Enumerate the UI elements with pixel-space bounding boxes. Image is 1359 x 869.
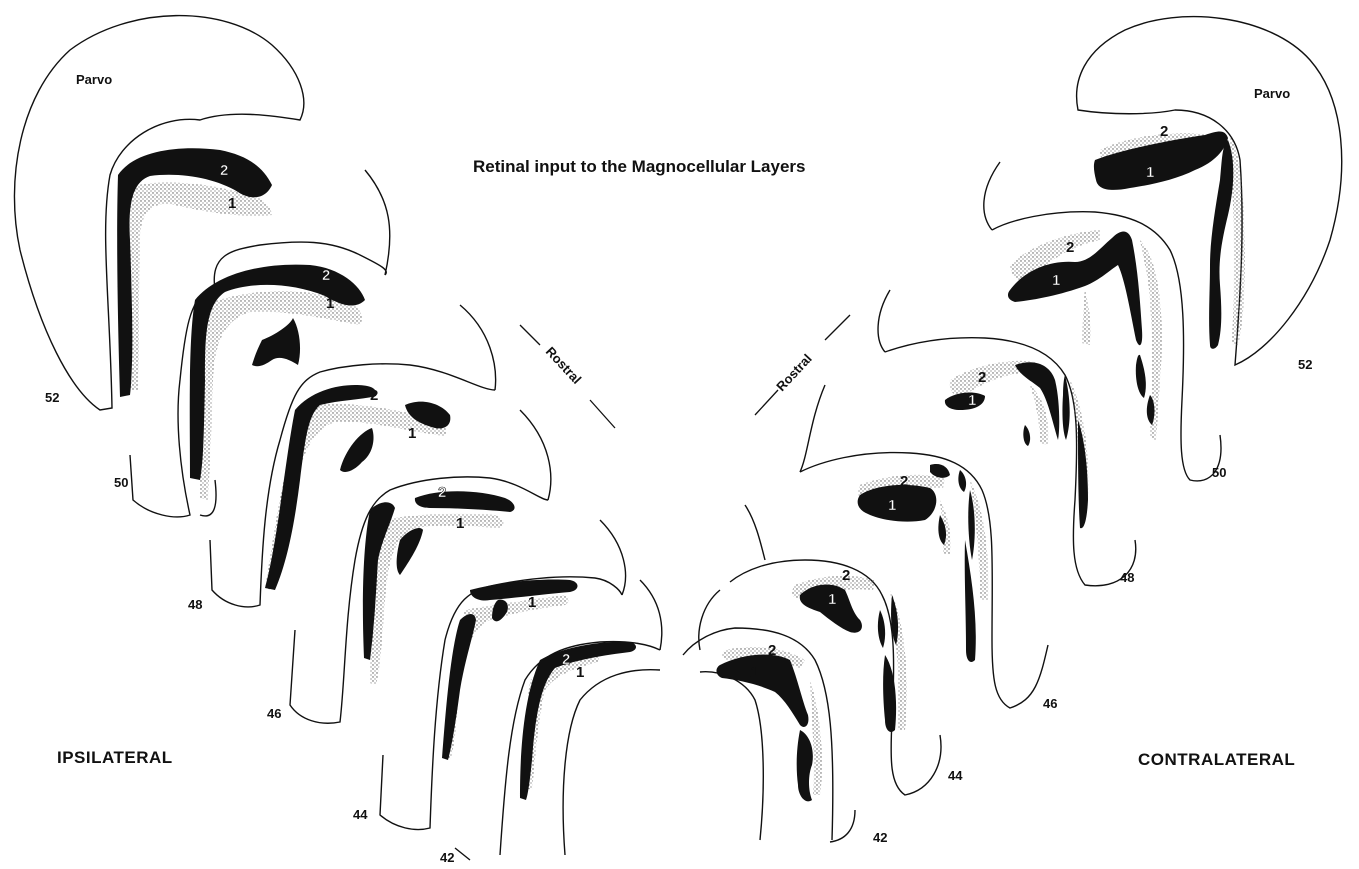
ipsi-48-layer2-label: 2 (370, 387, 378, 404)
contra-section-number-48: 48 (1120, 570, 1134, 585)
contra-50-layer2-label: 2 (1066, 239, 1074, 256)
contra-42-layer2-label: 2 (768, 642, 776, 659)
ipsi-section-number-52: 52 (45, 390, 59, 405)
contra-section-number-46: 46 (1043, 696, 1057, 711)
ipsi-section-number-48: 48 (188, 597, 202, 612)
contra-50-layer1-label: 1 (1052, 272, 1060, 289)
contra-44-layer2-label: 2 (842, 567, 850, 584)
contra-46-layer2-label: 2 (900, 473, 908, 490)
contra-48-layer2-label: 2 (978, 369, 986, 386)
ipsi-48-layer1-label: 1 (408, 425, 416, 442)
contra-52-layer2-label: 2 (1160, 123, 1168, 140)
ipsilateral-heading: IPSILATERAL (57, 748, 173, 768)
contra-section-number-52: 52 (1298, 357, 1312, 372)
figure-title: Retinal input to the Magnocellular Layer… (473, 157, 806, 177)
parvo-label-right: Parvo (1254, 86, 1290, 101)
contra-section-number-44: 44 (948, 768, 962, 783)
ipsi-44-layer1-label: 1 (528, 594, 536, 611)
contra-section-48-outline (878, 290, 1136, 586)
ipsi-52-layer1-label: 1 (228, 195, 236, 212)
parvo-label-left: Parvo (76, 72, 112, 87)
contralateral-outlines (683, 17, 1342, 842)
contra-46-layer1-label: 1 (888, 497, 896, 514)
contralateral-layer1-black (716, 132, 1233, 802)
contra-section-42-outline (683, 590, 855, 842)
ipsi-42-layer1-label: 1 (576, 664, 584, 681)
contra-52-layer1-label: 1 (1146, 164, 1154, 181)
ipsilateral-layer2-black (117, 148, 636, 800)
contra-section-50-outline (984, 162, 1221, 481)
ipsi-46-layer2-label: 2 (438, 484, 446, 501)
contra-42-layer1-label: 1 (750, 664, 758, 681)
contralateral-heading: CONTRALATERAL (1138, 750, 1295, 770)
ipsi-50-layer1-label: 1 (326, 295, 334, 312)
ipsi-46-layer1-label: 1 (456, 515, 464, 532)
ipsi-section-number-42: 42 (440, 850, 454, 865)
ipsi-50-layer2-label: 2 (322, 267, 330, 284)
contra-section-number-42: 42 (873, 830, 887, 845)
contra-44-layer1-label: 1 (828, 591, 836, 608)
ipsilateral-outlines (14, 16, 661, 860)
ipsi-section-number-46: 46 (267, 706, 281, 721)
ipsi-section-46-outline (290, 410, 551, 723)
ipsi-44-layer2-label: 2 (505, 581, 513, 598)
ipsi-section-number-44: 44 (353, 807, 367, 822)
ipsi-section-number-50: 50 (114, 475, 128, 490)
ipsi-52-layer2-label: 2 (220, 162, 228, 179)
ipsi-section-42-outline (455, 580, 662, 860)
rostral-label-right: Rostral (773, 351, 815, 394)
ipsi-42-layer2-label: 2 (562, 651, 570, 668)
contra-48-layer1-label: 1 (968, 392, 976, 409)
ipsi-section-44-outline (380, 520, 626, 829)
contra-section-46-outline (800, 385, 1048, 708)
rostral-label-left: Rostral (543, 344, 585, 387)
contra-section-number-50: 50 (1212, 465, 1226, 480)
